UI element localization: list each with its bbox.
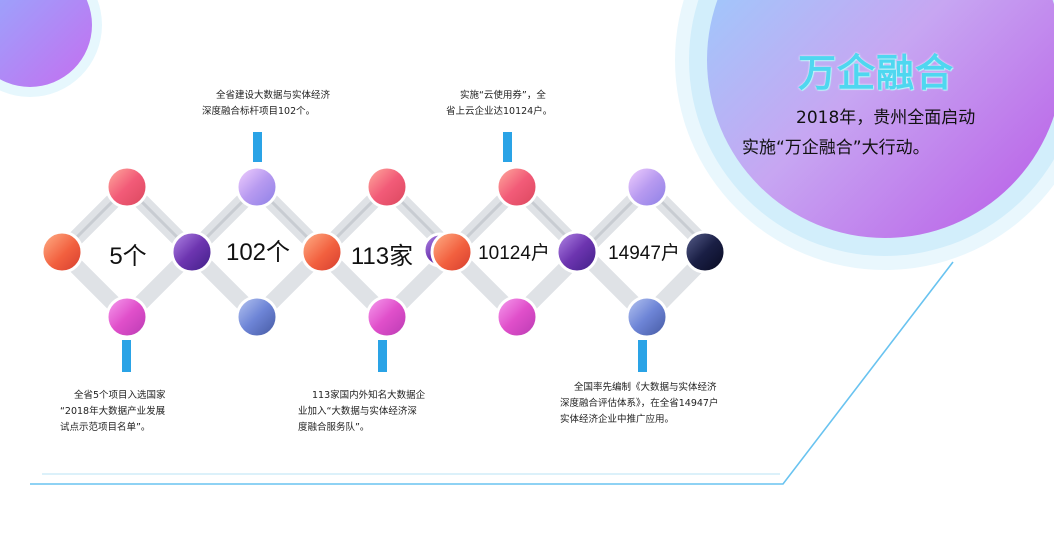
note-line: 全省建设大数据与实体经济: [216, 90, 331, 101]
milestone-value-2: 102个: [225, 239, 291, 266]
corner-decoration: [0, 0, 102, 97]
milestone-note-5: 全国率先编制《大数据与实体经济 深度融合评估体系》，在全省14947户 实体经济…: [560, 380, 800, 428]
milestone-note-1: 全省5个项目入选国家 “2018年大数据产业发展 试点示范项目名单”。: [60, 388, 230, 436]
milestone-value-4: 10124户: [478, 243, 550, 264]
note-line: 度融合服务队”。: [298, 422, 370, 433]
milestone-note-4: 实施“云使用券”，全 省上云企业达10124户。: [446, 88, 616, 120]
milestone-value-1: 5个: [109, 243, 147, 270]
note-line: 省上云企业达10124户。: [446, 106, 553, 117]
milestone-value-5: 14947户: [608, 243, 680, 264]
note-line: “2018年大数据产业发展: [60, 406, 166, 417]
subtitle-line-2: 实施“万企融合”大行动。: [742, 138, 930, 158]
balls: [40, 165, 727, 339]
title-circle: [675, 0, 1054, 270]
note-line: 实施“云使用券”，全: [460, 90, 546, 101]
note-line: 深度融合标杆项目102个。: [202, 106, 316, 117]
note-line: 实体经济企业中推广应用。: [560, 414, 675, 425]
note-line: 业加入“大数据与实体经济深: [298, 406, 417, 417]
milestone-note-2: 全省建设大数据与实体经济 深度融合标杆项目102个。: [202, 88, 382, 120]
connector-bars: [122, 132, 647, 372]
frame-lines: [30, 261, 954, 485]
note-line: 全省5个项目入选国家: [74, 390, 166, 401]
note-line: 深度融合评估体系》，在全省14947户: [560, 398, 719, 409]
milestone-note-3: 113家国内外知名大数据企 业加入“大数据与实体经济深 度融合服务队”。: [298, 388, 488, 436]
subtitle-line-1: 2018年，贵州全面启动: [796, 108, 976, 128]
milestone-value-3: 113家: [350, 243, 414, 270]
note-line: 全国率先编制《大数据与实体经济: [574, 382, 717, 393]
note-line: 试点示范项目名单”。: [60, 422, 151, 433]
note-line: 113家国内外知名大数据企: [312, 390, 426, 401]
page-title: 万企融合: [798, 51, 955, 95]
